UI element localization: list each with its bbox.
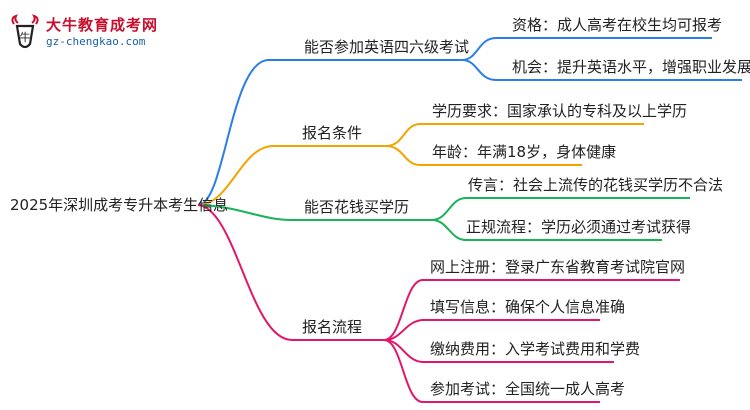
branch-node-process: 报名流程 <box>302 318 363 336</box>
connector-root-branch3 <box>197 204 293 221</box>
connector-root-branch1 <box>197 59 269 206</box>
leaf-node: 正规流程：学历必须通过考试获得 <box>466 218 692 236</box>
branch-node-english-exam: 能否参加英语四六级考试 <box>304 38 470 56</box>
branch-node-requirements: 报名条件 <box>302 124 363 142</box>
leaf-node: 参加考试：全国统一成人高考 <box>430 380 626 398</box>
logo-url[interactable]: gz-chengkao.com <box>46 35 146 48</box>
root-node: 2025年深圳成考专升本考生信息 <box>10 196 229 214</box>
leaf-node: 资格：成人高考在校生均可报考 <box>512 16 723 34</box>
bull-logo-icon: 牛 <box>11 14 39 49</box>
connector-branch4-child1 <box>383 279 423 341</box>
logo-title: 大牛教育成考网 <box>46 16 159 34</box>
leaf-node: 机会：提升英语水平，增强职业发展基础 <box>512 58 750 76</box>
leaf-node: 传言：社会上流传的花钱买学历不合法 <box>468 176 724 194</box>
connector-branch4-child4 <box>383 339 423 403</box>
leaf-node: 学历要求：国家承认的专科及以上学历 <box>432 102 688 120</box>
connector-root-branch2 <box>197 145 273 206</box>
leaf-node: 填写信息：确保个人信息准确 <box>430 298 626 316</box>
connector-branch1-child2 <box>461 59 497 81</box>
svg-text:牛: 牛 <box>20 30 31 44</box>
leaf-node: 缴纳费用：入学考试费用和学费 <box>430 340 641 358</box>
connector-branch2-child2 <box>385 145 421 166</box>
site-logo[interactable]: 牛 大牛教育成考网 gz-chengkao.com <box>6 14 176 54</box>
leaf-node: 网上注册：登录广东省教育考试院官网 <box>430 258 686 276</box>
connector-branch3-child1 <box>431 197 467 221</box>
leaf-node: 年龄：年满18岁，身体健康 <box>432 143 617 161</box>
connector-root-branch4 <box>197 204 293 341</box>
connector-branch2-child1 <box>385 123 421 147</box>
connector-branch3-child2 <box>431 219 467 241</box>
branch-node-buy-degree: 能否花钱买学历 <box>304 198 410 216</box>
